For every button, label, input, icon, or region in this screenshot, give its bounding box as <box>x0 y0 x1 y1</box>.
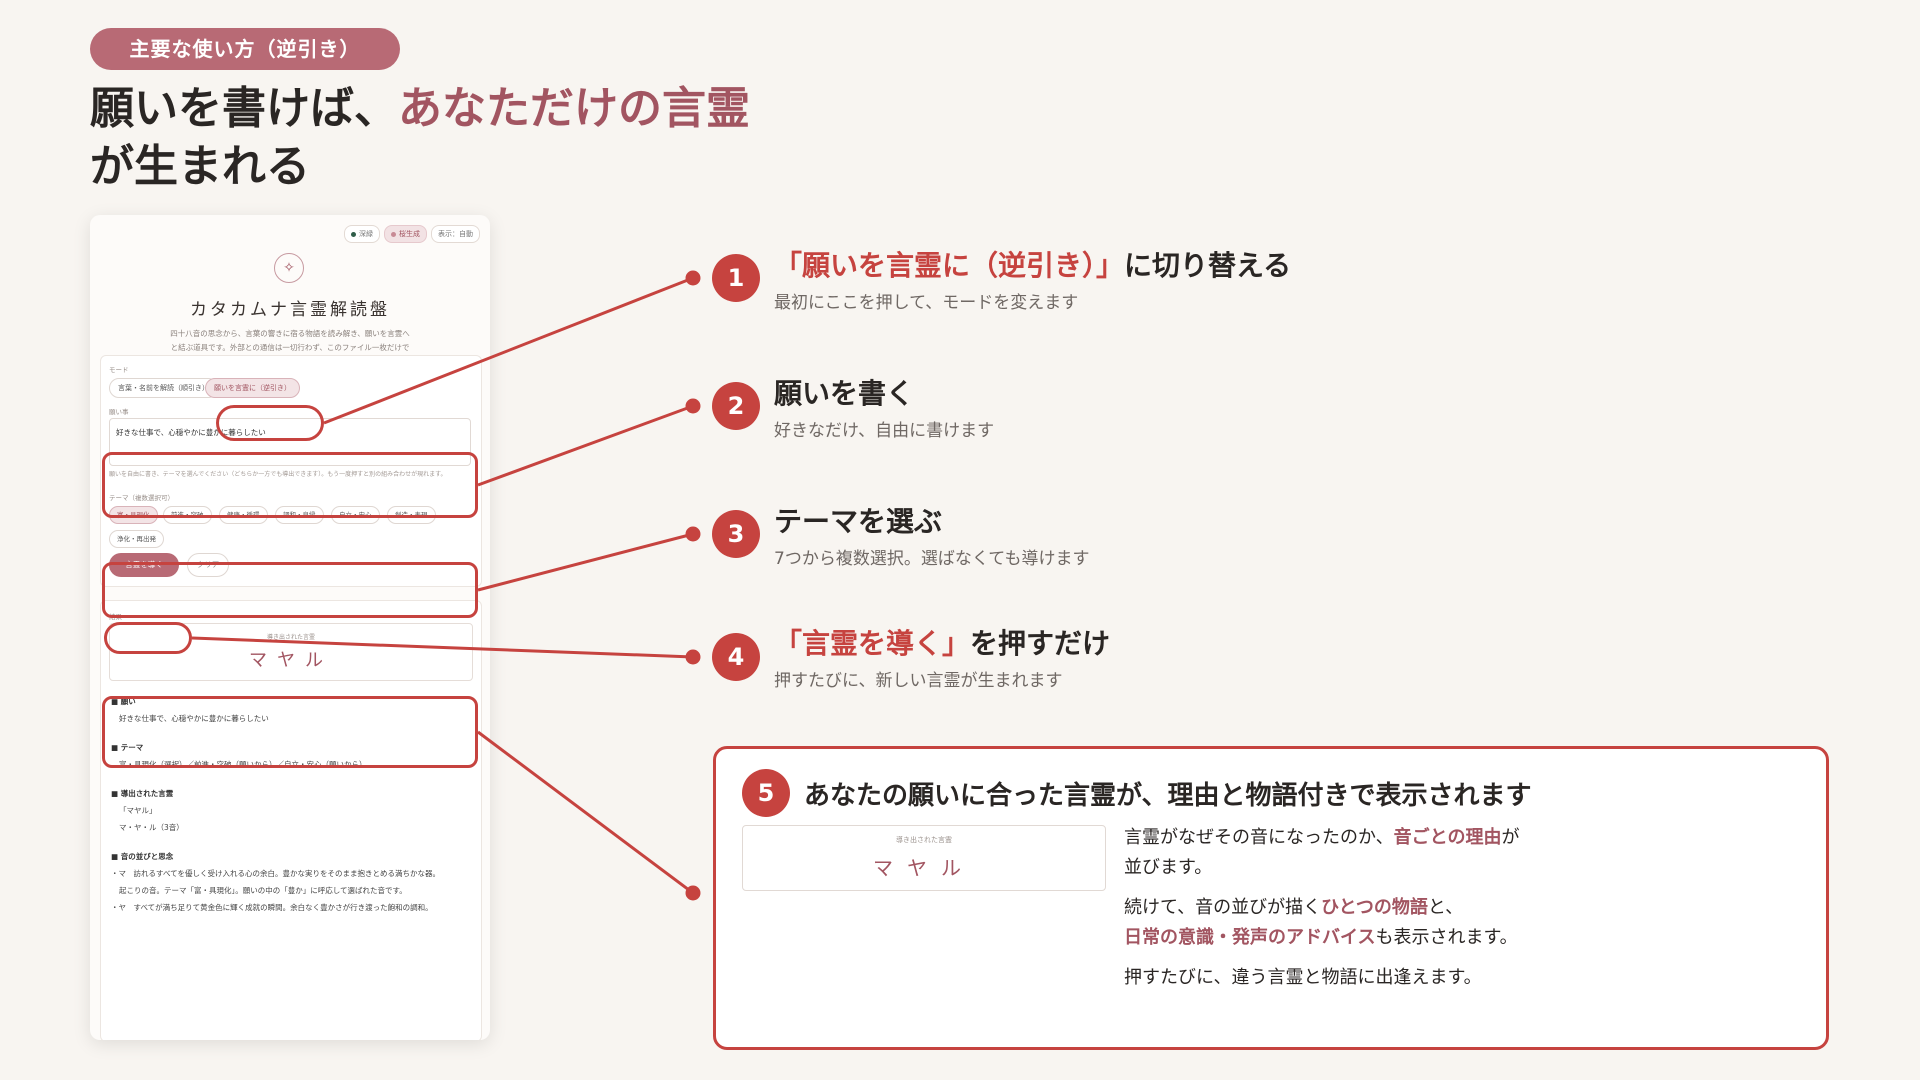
step-badge: 5 <box>742 769 790 817</box>
headline-accent: あなただけの言霊 <box>398 83 750 134</box>
result-text: 好きな仕事で、心穏やかに豊かに暮らしたい <box>119 714 269 723</box>
status-toggles: 深緑 桜生成 表示：自動 <box>344 225 480 243</box>
result-preview: 導き出された言霊 マヤル <box>742 825 1106 891</box>
highlight-mode-button <box>216 405 324 441</box>
highlight-wish-input <box>102 452 478 518</box>
result-text: 起こりの音。テーマ「富・具現化」。願いの中の「豊か」に呼応して選ばれた音です。 <box>119 886 407 895</box>
mode-toggle[interactable]: 桜生成 <box>384 225 427 243</box>
result-heading: ■ 音の並びと思念 <box>111 852 174 861</box>
step-badge: 4 <box>712 633 760 681</box>
page-headline: 願いを書けば、あなただけの言霊 が生まれる <box>90 80 990 196</box>
step5-title: あなたの願いに合った言霊が、理由と物語付きで表示されます <box>804 781 1532 811</box>
step5-paragraph-2: 続けて、音の並びが描くひとつの物語と、 日常の意識・発声のアドバイスも表示されま… <box>1124 897 1518 948</box>
step5-paragraph-1: 言霊がなぜその音になったのか、音ごとの理由が 並びます。 <box>1124 827 1520 878</box>
headline-part2: が生まれる <box>90 141 310 192</box>
step-title: 願いを書く <box>774 377 915 410</box>
display-toggle[interactable]: 表示：自動 <box>431 225 480 243</box>
app-title: カタカムナ言霊解読盤 <box>190 300 390 320</box>
theme-toggle[interactable]: 深緑 <box>344 225 380 243</box>
step-title: 「願いを言霊に（逆引き）」に切り替える <box>774 249 1292 282</box>
result-text: 富・具現化（選択）／前進・突破（願いから）／自立・安心（願いから） <box>119 760 367 769</box>
result-text: ・ヤ すべてが満ち足りて黄金色に輝く成就の瞬間。余白なく豊かさが行き渡った飽和の… <box>111 903 433 912</box>
step-badge: 1 <box>712 254 760 302</box>
mode-reverse-button[interactable]: 願いを言霊に（逆引き） <box>205 378 300 398</box>
step-title: 「言霊を導く」を押すだけ <box>774 627 1111 660</box>
step-badge: 3 <box>712 510 760 558</box>
result-heading: ■ テーマ <box>111 743 144 752</box>
step-subtitle: 押すたびに、新しい言霊が生まれます <box>774 671 1063 691</box>
step5-paragraph-3: 押すたびに、違う言霊と物語に出逢えます。 <box>1124 967 1482 988</box>
highlight-derive-button <box>104 622 192 654</box>
wish-label: 願い事 <box>109 408 129 416</box>
result-body: ■ 願い 好きな仕事で、心穏やかに豊かに暮らしたい ■ テーマ 富・具現化（選択… <box>111 693 471 916</box>
step-title: テーマを選ぶ <box>774 505 943 538</box>
wish-hint: 願いを自由に書き、テーマを選んでください（どちらか一方でも導出できます）。もう一… <box>109 471 447 478</box>
step5-panel: 5 あなたの願いに合った言霊が、理由と物語付きで表示されます 導き出された言霊 … <box>713 746 1829 1050</box>
compass-star-icon: ✧ <box>274 253 304 283</box>
result-heading: ■ 導出された言霊 <box>111 789 174 798</box>
theme-tag[interactable]: 浄化・再出発 <box>109 530 164 548</box>
result-card: 結果 導き出された言霊 マヤル ■ 願い 好きな仕事で、心穏やかに豊かに暮らした… <box>100 600 482 1040</box>
result-text: ・マ 訪れるすべてを優しく受け入れる心の余白。豊かな実りをそのまま抱きとめる満ち… <box>111 869 441 878</box>
result-heading: ■ 願い <box>111 697 136 706</box>
headline-part1: 願いを書けば、 <box>90 83 398 134</box>
wish-textarea[interactable]: 好きな仕事で、心穏やかに豊かに暮らしたい <box>109 418 471 466</box>
result-text: 「マヤル」 <box>119 806 157 815</box>
derive-kotodama-button[interactable]: 言霊を導く <box>109 553 179 577</box>
mode-forward-button[interactable]: 言葉・名前を解読（順引き） <box>109 378 218 398</box>
section-pill: 主要な使い方（逆引き） <box>90 28 400 70</box>
theme-label: テーマ（複数選択可） <box>109 494 174 502</box>
highlight-theme-tags <box>102 562 478 618</box>
step-subtitle: 好きなだけ、自由に書けます <box>774 421 995 441</box>
highlight-result-word <box>102 696 478 768</box>
result-text: マ・ヤ・ル（3音） <box>119 823 184 832</box>
preview-caption: 導き出された言霊 <box>896 836 952 844</box>
step-subtitle: 最初にここを押して、モードを変えます <box>774 293 1079 313</box>
preview-word: マヤル <box>873 856 975 880</box>
step-badge: 2 <box>712 382 760 430</box>
mode-label: モード <box>109 366 129 374</box>
step-subtitle: 7つから複数選択。選ばなくても導けます <box>774 549 1090 569</box>
